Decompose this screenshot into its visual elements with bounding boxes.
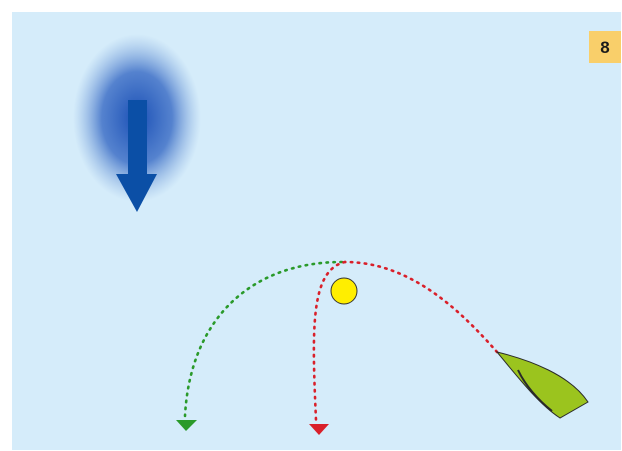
red-course <box>309 260 499 435</box>
green-course-line <box>183 260 344 418</box>
green-course-arrowhead <box>176 420 197 431</box>
red-course-drop <box>312 260 347 422</box>
mark-buoy-icon <box>330 277 358 305</box>
wind-arrow-icon <box>116 100 157 212</box>
step-badge: 8 <box>589 31 621 63</box>
boat-hull <box>495 351 589 419</box>
red-course-arrowhead <box>309 424 329 435</box>
boat-icon <box>495 351 589 419</box>
boat-boom <box>517 369 553 412</box>
step-number: 8 <box>600 38 609 57</box>
red-course-approach <box>343 260 499 354</box>
wind-indicator <box>73 34 201 212</box>
green-course <box>176 260 344 431</box>
